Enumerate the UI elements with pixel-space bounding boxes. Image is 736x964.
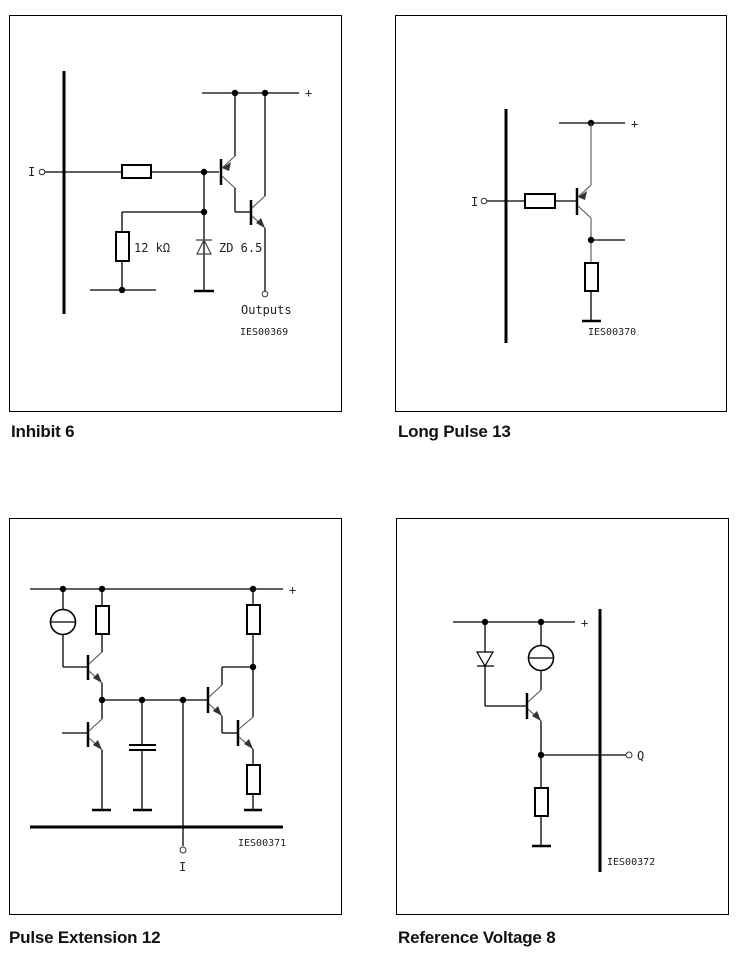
figure-caption: Pulse Extension 12 <box>9 928 161 947</box>
collector-resistor <box>246 604 261 635</box>
input-terminal <box>38 168 46 176</box>
pull-down-resistor <box>115 231 130 262</box>
emitter-arrow-icon <box>222 162 231 171</box>
transistor-emitter <box>221 155 236 169</box>
reference-voltage-circuit: + Q IES00372 <box>453 609 655 872</box>
figure-code: IES00371 <box>238 838 286 849</box>
emitter-arrow-icon <box>93 673 102 683</box>
transistor-collector <box>88 718 103 732</box>
input-label: I <box>179 860 186 874</box>
schematic-long-pulse: I + IES00370 <box>395 15 727 412</box>
figure-code: IES00372 <box>607 857 655 868</box>
output-label: Outputs <box>241 303 292 317</box>
supply-label: + <box>631 117 638 131</box>
transistor-collector <box>221 175 236 189</box>
supply-label: + <box>581 616 588 630</box>
resistor-value-label: 12 kΩ <box>134 241 170 255</box>
output-terminal <box>625 751 633 759</box>
transistor-collector <box>88 651 103 665</box>
figure-caption: Reference Voltage 8 <box>398 928 556 947</box>
emitter-arrow-icon <box>532 711 541 721</box>
transistor-collector <box>251 195 266 209</box>
junction-dot <box>249 663 257 671</box>
input-label: I <box>471 195 478 209</box>
input-terminal <box>480 197 488 205</box>
input-terminal <box>179 846 187 854</box>
figure-code: IES00370 <box>588 327 636 338</box>
long-pulse-circuit: I + IES00370 <box>471 109 638 343</box>
junction-dot <box>118 286 126 294</box>
emitter-arrow-icon <box>578 191 587 200</box>
pulse-extension-circuit: + I <box>30 583 296 874</box>
input-resistor <box>121 164 152 179</box>
transistor-collector <box>577 205 592 219</box>
zener-label: ZD 6.5 <box>219 241 262 255</box>
inhibit-circuit: I 12 kΩ ZD 6.5 + <box>28 71 312 338</box>
emitter-arrow-icon <box>244 739 253 749</box>
supply-label: + <box>289 583 296 597</box>
supply-label: + <box>305 86 312 100</box>
input-label: I <box>28 165 35 179</box>
transistor-collector <box>208 684 223 698</box>
schematic-inhibit: I 12 kΩ ZD 6.5 + <box>9 15 342 412</box>
figure-code: IES00369 <box>240 327 288 338</box>
output-terminal <box>261 290 269 298</box>
load-resistor <box>584 262 599 292</box>
transistor-collector <box>527 689 542 703</box>
figure-caption: Inhibit 6 <box>11 422 75 441</box>
diode-icon <box>475 651 495 668</box>
emitter-arrow-icon <box>256 218 265 228</box>
emitter-arrow-icon <box>93 740 102 750</box>
figure-caption: Long Pulse 13 <box>398 422 511 441</box>
schematic-reference-voltage: + Q IES00372 <box>396 518 729 915</box>
schematic-pulse-extension: + I <box>9 518 342 915</box>
zener-diode-icon <box>196 238 212 255</box>
collector-resistor <box>95 605 110 635</box>
emitter-arrow-icon <box>213 706 222 716</box>
transistor-emitter <box>577 184 592 198</box>
junction-dot <box>98 696 106 704</box>
transistor-collector <box>238 716 254 730</box>
output-label: Q <box>637 749 644 763</box>
input-resistor <box>524 193 556 209</box>
emitter-resistor <box>246 764 261 795</box>
load-resistor <box>534 787 549 817</box>
